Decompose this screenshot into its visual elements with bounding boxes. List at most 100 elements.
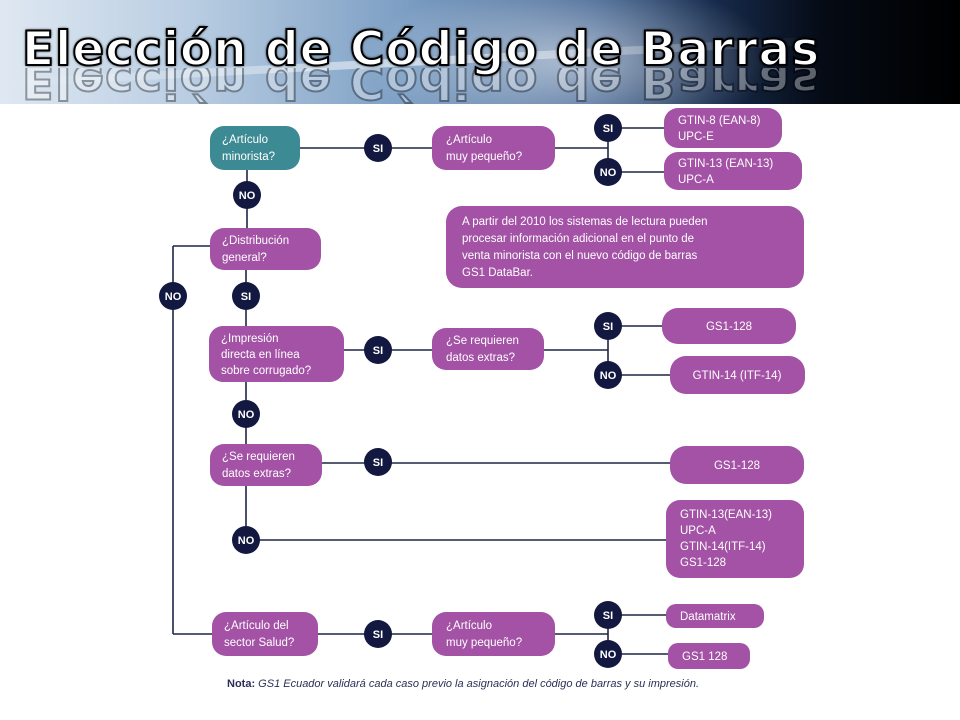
note-label: Nota:	[227, 678, 256, 690]
question-sector-salud: ¿Artículo del sector Salud?	[212, 612, 318, 656]
no-label: NO	[239, 190, 256, 202]
si-circle	[364, 336, 392, 364]
result-gtin14-itf14: GTIN-14 (ITF-14)	[670, 356, 805, 394]
si-circle	[594, 312, 622, 340]
question-distribucion-general: ¿Distribución general?	[210, 228, 321, 270]
result-text: GS1 128	[682, 651, 727, 663]
footnote: Nota: GS1 Ecuador validará cada caso pre…	[227, 676, 747, 693]
no-circle	[594, 640, 622, 668]
question-text: ¿Artículo muy pequeño?	[446, 134, 522, 163]
si-label: SI	[373, 457, 383, 469]
question-box	[432, 612, 555, 656]
no-label: NO	[600, 167, 617, 179]
question-articulo-muy-pequeno: ¿Artículo muy pequeño?	[432, 126, 555, 170]
question-text: ¿Distribución general?	[222, 235, 292, 264]
question-articulo-muy-pequeno-2: ¿Artículo muy pequeño?	[432, 612, 555, 656]
no-label: NO	[238, 535, 255, 547]
si-badge: SI	[232, 282, 260, 310]
result-text: GTIN-14 (ITF-14)	[693, 370, 782, 382]
result-gs1-128: GS1-128	[662, 308, 796, 344]
result-box	[670, 446, 804, 484]
result-box	[668, 643, 750, 669]
title-banner: Elección de Código de Barras Elección de…	[0, 0, 960, 104]
si-badge: SI	[364, 336, 392, 364]
no-label: NO	[600, 370, 617, 382]
info-text: A partir del 2010 los sistemas de lectur…	[462, 216, 711, 279]
question-box	[210, 228, 321, 270]
no-badge: NO	[232, 400, 260, 428]
no-label: NO	[165, 291, 182, 303]
result-datamatrix: Datamatrix	[666, 604, 764, 628]
question-box	[210, 126, 300, 170]
result-box	[662, 308, 796, 344]
si-label: SI	[373, 143, 383, 155]
no-circle	[594, 158, 622, 186]
si-label: SI	[603, 610, 613, 622]
result-text: GTIN-13 (EAN-13) UPC-A	[678, 158, 776, 186]
question-text: ¿Se requieren datos extras?	[446, 335, 522, 364]
no-circle	[232, 400, 260, 428]
no-badge: NO	[233, 181, 261, 209]
question-text: ¿Artículo minorista?	[222, 134, 275, 163]
si-badge: SI	[364, 448, 392, 476]
si-circle	[364, 134, 392, 162]
result-gs1-128-c: GS1 128	[668, 643, 750, 669]
no-circle	[159, 282, 187, 310]
result-multiple-codes: GTIN-13(EAN-13) UPC-A GTIN-14(ITF-14) GS…	[666, 500, 804, 578]
no-label: NO	[238, 409, 255, 421]
question-box	[209, 326, 344, 382]
si-label: SI	[241, 291, 251, 303]
si-badge: SI	[364, 134, 392, 162]
result-gs1-128-b: GS1-128	[670, 446, 804, 484]
question-text: ¿Artículo muy pequeño?	[446, 620, 522, 649]
si-circle	[364, 620, 392, 648]
no-circle	[232, 526, 260, 554]
info-box-gs1-databar: A partir del 2010 los sistemas de lectur…	[446, 206, 804, 288]
si-label: SI	[373, 345, 383, 357]
si-label: SI	[603, 123, 613, 135]
no-badge: NO	[594, 158, 622, 186]
info-box	[446, 206, 804, 288]
si-circle	[594, 601, 622, 629]
question-box	[432, 126, 555, 170]
result-text: GS1-128	[706, 321, 752, 333]
si-badge: SI	[594, 114, 622, 142]
result-gtin13-upca: GTIN-13 (EAN-13) UPC-A	[664, 152, 802, 190]
question-box	[212, 612, 318, 656]
result-box	[666, 604, 764, 628]
si-badge: SI	[594, 312, 622, 340]
result-box	[664, 108, 782, 148]
question-articulo-minorista: ¿Artículo minorista?	[210, 126, 300, 170]
question-text: ¿Artículo del sector Salud?	[224, 620, 294, 649]
no-label: NO	[600, 649, 617, 661]
question-se-requieren-datos-extras: ¿Se requieren datos extras?	[432, 328, 544, 370]
page-title: Elección de Código de Barras	[21, 21, 821, 78]
question-text: ¿Se requieren datos extras?	[222, 451, 298, 480]
result-text: Datamatrix	[680, 611, 736, 623]
result-box	[670, 356, 805, 394]
no-badge: NO	[594, 361, 622, 389]
question-box	[432, 328, 544, 370]
si-label: SI	[603, 321, 613, 333]
no-badge: NO	[159, 282, 187, 310]
no-circle	[233, 181, 261, 209]
question-impresion-directa: ¿Impresión directa en línea sobre corrug…	[209, 326, 344, 382]
result-text: GTIN-8 (EAN-8) UPC-E	[678, 115, 764, 143]
si-label: SI	[373, 629, 383, 641]
no-badge: NO	[594, 640, 622, 668]
result-box	[666, 500, 804, 578]
result-text: GTIN-13(EAN-13) UPC-A GTIN-14(ITF-14) GS…	[680, 509, 775, 569]
no-badge: NO	[232, 526, 260, 554]
question-se-requieren-datos-extras-2: ¿Se requieren datos extras?	[210, 444, 322, 486]
si-circle	[232, 282, 260, 310]
question-box	[210, 444, 322, 486]
si-circle	[364, 448, 392, 476]
barcode-flowchart: ¿Artículo minorista? SI ¿Artículo muy pe…	[159, 108, 805, 669]
note-text: GS1 Ecuador validará cada caso previo la…	[258, 678, 700, 690]
question-text: ¿Impresión directa en línea sobre corrug…	[221, 333, 311, 377]
no-circle	[594, 361, 622, 389]
si-badge: SI	[364, 620, 392, 648]
result-gtin8-upce: GTIN-8 (EAN-8) UPC-E	[664, 108, 782, 148]
result-text: GS1-128	[714, 460, 760, 472]
si-circle	[594, 114, 622, 142]
